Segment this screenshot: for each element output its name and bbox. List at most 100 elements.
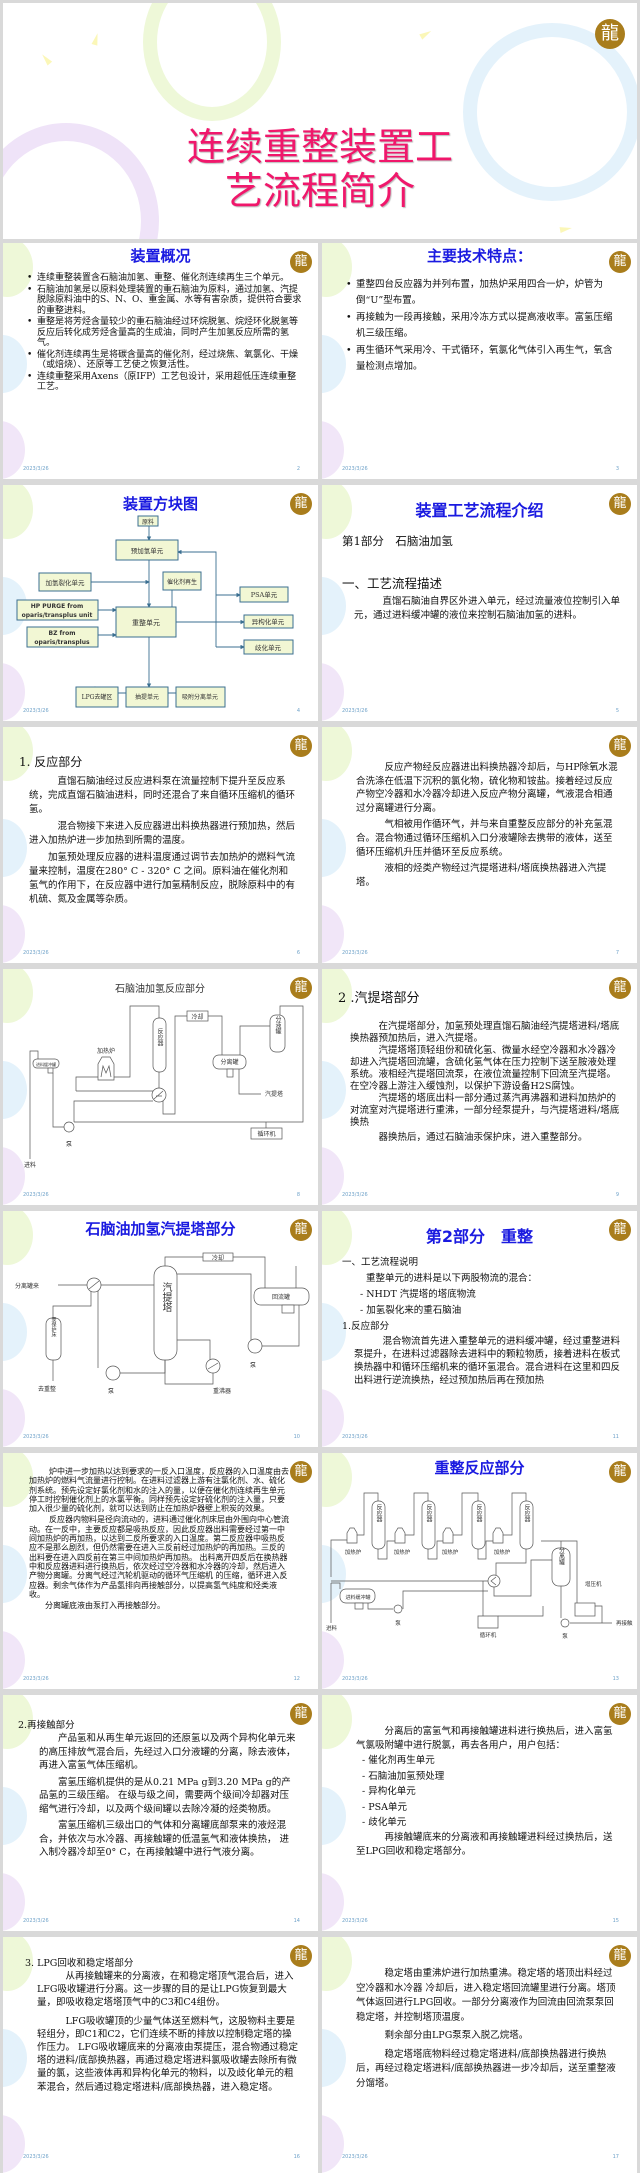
section-heading: 1. 反应部分 xyxy=(19,755,83,769)
bullet-item: 重整是将芳烃含量较少的重石脑油经过环烷脱氢、烷烃环化脱氢等反应后转化成芳烃含量高… xyxy=(27,317,305,349)
slide-body: 直馏石脑油经过反应进料泵在流量控制下提升至反应系统，完成直馏石脑油进料，同时还混… xyxy=(29,775,297,907)
paragraph: 富氢压缩机提供的是从0.21 MPa g到3.20 MPa g的产品氢的三级压缩… xyxy=(39,1776,291,1815)
svg-text:循环机: 循环机 xyxy=(480,1631,497,1639)
page-number: 5 xyxy=(615,708,619,714)
heat-exchanger-icon xyxy=(86,1277,102,1293)
block-adsorb: 吸附分离单元 xyxy=(175,686,226,708)
logo-icon: 龍 xyxy=(290,1219,312,1241)
svg-text:增压机: 增压机 xyxy=(585,1580,602,1588)
svg-text:催化剂再生: 催化剂再生 xyxy=(167,578,197,586)
page-number: 4 xyxy=(296,708,300,714)
svg-text:反应器: 反应器 xyxy=(375,1503,382,1523)
logo-icon: 龍 xyxy=(290,1461,312,1483)
knockout-drum: 分液罐 xyxy=(269,1014,286,1053)
page-number: 3 xyxy=(615,466,619,472)
pipes xyxy=(29,1005,304,1159)
slide-12: 龍 炉中进一步加热以达到要求的一反入口温度，反应器的入口温度由去加热炉的燃料气流… xyxy=(3,1453,318,1689)
slide-title: 主要技术特点： xyxy=(426,247,532,265)
logo-icon: 龍 xyxy=(290,493,312,515)
svg-text:泵: 泵 xyxy=(562,1633,568,1640)
paragraph: 直馏石脑油经过反应进料泵在流量控制下提升至反应系统，完成直馏石脑油进料，同时还混… xyxy=(29,776,296,815)
block-hydrocrack: 加氢裂化单元 xyxy=(38,572,92,592)
svg-text:汽提塔: 汽提塔 xyxy=(160,1281,172,1313)
balloon-decoration xyxy=(143,3,281,121)
reactor-vessel: 反应器 xyxy=(152,1017,167,1073)
svg-text:LPG去罐区: LPG去罐区 xyxy=(82,693,113,701)
page-number: 9 xyxy=(615,1192,619,1198)
section-heading: 2 .汽提塔部分 xyxy=(338,991,420,1006)
logo-icon: 龍 xyxy=(290,251,312,273)
block-extract: 抽提单元 xyxy=(125,686,169,708)
feed-buffer-drum: 进料缓冲罐 xyxy=(339,1588,376,1610)
compressor-box: 循环机 xyxy=(250,1127,283,1140)
slide-17: 龍 稳定塔由重沸炉进行加热重沸。稳定塔的塔顶出料经过空冷器和水冷器 冷却后，进入… xyxy=(322,1937,637,2173)
reactor-vessels: 反应器 反应器 反应器 反应器 xyxy=(371,1500,534,1550)
slide-14: 龍 2.再接触部分 产品氢和从再生单元返回的还原氢以及两个异构化单元来的高压排放… xyxy=(3,1695,318,1931)
svg-text:加热炉: 加热炉 xyxy=(394,1548,411,1556)
footer-date: 2023/3/26 xyxy=(342,1676,368,1682)
cooler-box: 冷却 xyxy=(186,1010,209,1022)
block-hp-purge: HP PURGE from oparis/transplus unit xyxy=(16,599,99,621)
bullet-item: 再接触为一段再接触，采用冷冻方式以提高液收率。富氢压缩机三级压缩。 xyxy=(346,310,616,342)
pipes xyxy=(330,1492,612,1624)
block-isom: 异构化单元 xyxy=(243,614,294,629)
footer-date: 2023/3/26 xyxy=(23,1676,49,1682)
logo-icon: 龍 xyxy=(609,735,631,757)
slide-body: 重整四台反应器为并列布置，加热炉采用四合一炉，炉管为倒“U”型布置。 再接触为一… xyxy=(344,277,616,376)
feed-label: 进料 xyxy=(326,1624,338,1632)
footer-date: 2023/3/26 xyxy=(23,1434,49,1440)
paragraph: 器换热后，通过石脑油汞保护床，进入重整部分。 xyxy=(378,1132,588,1143)
footer-date: 2023/3/26 xyxy=(23,708,49,714)
svg-text:泵: 泵 xyxy=(250,1362,256,1369)
paragraph: 反应器内物料是径向流动的，进料通过催化剂床层由外围向中心管流动。在一反中，主要反… xyxy=(29,1515,289,1599)
svg-text:原料: 原料 xyxy=(142,518,154,526)
svg-text:oparis/transplus: oparis/transplus xyxy=(34,639,90,646)
heat-exchanger-icon xyxy=(487,1574,501,1588)
svg-text:重沸器: 重沸器 xyxy=(213,1387,231,1395)
svg-text:加热炉: 加热炉 xyxy=(442,1548,459,1556)
svg-text:加热炉: 加热炉 xyxy=(97,1047,115,1055)
slide-body: 炉中进一步加热以达到要求的一反入口温度，反应器的入口温度由去加热炉的燃料气流量进… xyxy=(29,1467,291,1610)
footer-date: 2023/3/26 xyxy=(23,1192,49,1198)
slide-7: 龍 反应产物经反应器进出料换热器冷却后，与HP除氧水混合洗涤在低温下沉积的氯化物… xyxy=(322,727,637,963)
title-slide: 龍 连续重整装置工 艺流程简介 xyxy=(3,3,637,239)
slide-body: 连续重整装置含石脑油加氢、重整、催化剂连续再生三个单元。 石脑油加氢是以原料处理… xyxy=(25,273,305,394)
svg-text:进料缓冲罐: 进料缓冲罐 xyxy=(36,1061,56,1067)
svg-text:回流罐: 回流罐 xyxy=(272,1293,290,1301)
page-number: 15 xyxy=(612,1918,619,1924)
section-heading: 1.反应部分 xyxy=(342,1321,390,1332)
svg-text:歧化单元: 歧化单元 xyxy=(255,643,282,652)
slide-title: 第2部分 重整 xyxy=(425,1227,534,1246)
pump-icon: 泵 xyxy=(63,1121,75,1148)
reflux-drum: 回流罐 xyxy=(253,1287,310,1314)
svg-text:分液罐: 分液罐 xyxy=(274,1015,281,1035)
svg-text:异构化单元: 异构化单元 xyxy=(252,617,285,626)
paragraph: 剩余部分由LPG泵泵入脱乙烷塔。 xyxy=(384,2030,529,2041)
section-heading: 一、工艺流程描述 xyxy=(342,576,443,591)
svg-text:泵: 泵 xyxy=(395,1620,401,1627)
paragraph: 稳定塔由重沸炉进行加热重沸。稳定塔的塔顶出料经过空冷器和水冷器 冷却后，进入稳定… xyxy=(356,1968,616,2023)
paragraph: 分离后的富氢气和再接触罐进料进行换热后，进入富氢气氯吸附罐中进行脱氯，再去各用户… xyxy=(356,1726,613,1751)
page-number: 14 xyxy=(293,1918,300,1924)
block-bz: BZ from oparis/transplus xyxy=(26,626,99,648)
title-line-1: 连续重整装置工 xyxy=(186,125,453,169)
svg-text:冷却: 冷却 xyxy=(212,1254,224,1262)
svg-text:反应器: 反应器 xyxy=(475,1503,482,1523)
paragraph: 汽提塔塔顶轻组份和硫化氢、微量水经空冷器和水冷器冷却进入汽提塔回流罐，含硫化氢气… xyxy=(350,1045,617,1092)
bullet-item: 连续重整采用Axens（原IFP）工艺包设计，采用超低压连续重整工艺。 xyxy=(27,372,305,393)
list-item: - NHDT 汽提塔的塔底物流 xyxy=(360,1289,476,1300)
block-psa: PSA单元 xyxy=(239,586,289,603)
paragraph: 液相的烃类产物经过汽提塔进料/塔底换热器进入汽提塔。 xyxy=(356,863,607,888)
guard-bed: 汞保护床 xyxy=(45,1317,62,1361)
svg-text:吸附分离单元: 吸附分离单元 xyxy=(182,693,218,701)
slide-6: 龍 1. 反应部分 直馏石脑油经过反应进料泵在流量控制下提升至反应系统，完成直馏… xyxy=(3,727,318,963)
block-feed: 原料 xyxy=(137,515,159,527)
logo-icon: 龍 xyxy=(609,493,631,515)
block-reform: 重整单元 xyxy=(115,606,177,638)
list-item: - 异构化单元 xyxy=(362,1786,416,1797)
footer-date: 2023/3/26 xyxy=(342,950,368,956)
list-item: - 石脑油加氢预处理 xyxy=(362,1770,445,1782)
separator-drum: 分离罐 xyxy=(212,1054,247,1078)
list-item: - 加氢裂化来的重石脑油 xyxy=(360,1305,462,1316)
block-dispro: 歧化单元 xyxy=(243,639,294,655)
